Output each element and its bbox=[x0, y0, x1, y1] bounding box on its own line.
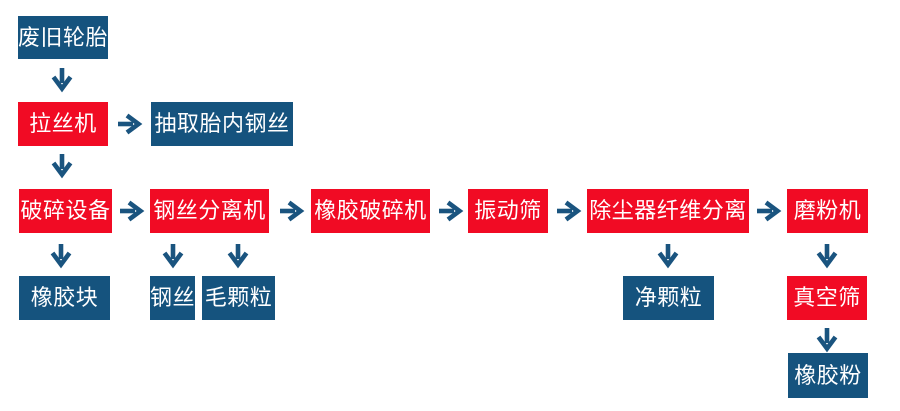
node-vacuum-screen: 真空筛 bbox=[787, 276, 867, 320]
node-steel-wire-separator: 钢丝分离机 bbox=[150, 189, 269, 233]
node-rough-granules: 毛颗粒 bbox=[202, 276, 275, 320]
arrow-down-icon bbox=[816, 244, 838, 269]
node-waste-tires: 废旧轮胎 bbox=[18, 16, 108, 59]
arrow-right-icon bbox=[439, 200, 464, 222]
arrow-down-icon bbox=[51, 68, 73, 93]
node-rubber-crusher: 橡胶破碎机 bbox=[311, 189, 430, 233]
arrow-down-icon bbox=[51, 154, 73, 179]
arrow-down-icon bbox=[657, 244, 679, 269]
node-wire-drawing-machine: 拉丝机 bbox=[18, 102, 108, 146]
node-steel-wire: 钢丝 bbox=[150, 276, 195, 320]
node-vibrating-screen: 振动筛 bbox=[468, 189, 548, 233]
arrow-right-icon bbox=[557, 200, 582, 222]
arrow-down-icon bbox=[227, 244, 249, 269]
arrow-down-icon bbox=[816, 328, 838, 353]
node-clean-granules: 净颗粒 bbox=[623, 276, 714, 320]
node-rubber-powder: 橡胶粉 bbox=[788, 353, 868, 398]
node-grinding-mill: 磨粉机 bbox=[787, 189, 868, 233]
node-crushing-equipment: 破碎设备 bbox=[19, 189, 112, 233]
node-extract-tire-steel-wire: 抽取胎内钢丝 bbox=[151, 102, 293, 146]
arrow-right-icon bbox=[280, 200, 305, 222]
node-rubber-block: 橡胶块 bbox=[19, 276, 110, 320]
node-dust-fiber-separator: 除尘器纤维分离 bbox=[587, 189, 749, 233]
arrow-right-icon bbox=[120, 200, 145, 222]
arrow-down-icon bbox=[50, 244, 72, 269]
arrow-right-icon bbox=[757, 200, 782, 222]
arrow-right-icon bbox=[118, 113, 143, 135]
arrow-down-icon bbox=[162, 244, 184, 269]
